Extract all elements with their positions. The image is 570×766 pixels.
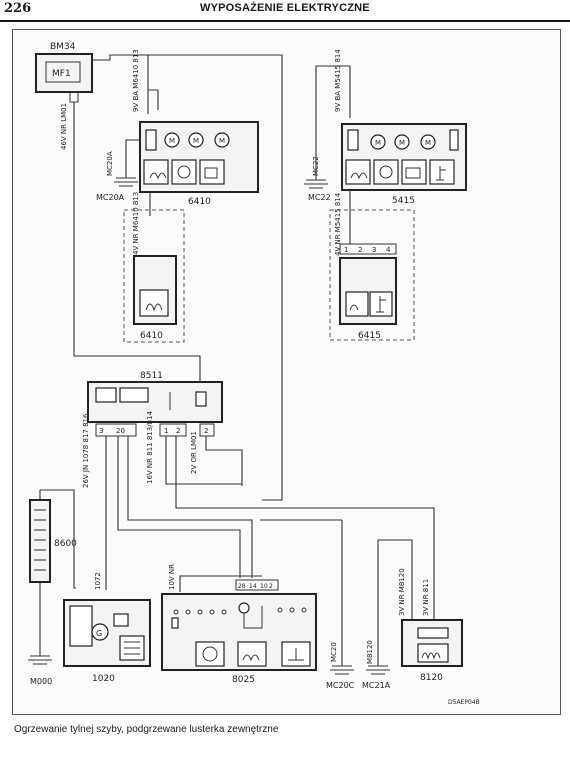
bm34-label: BM34 [50,42,76,52]
page-header: 226 WYPOSAŻENIE ELEKTRYCZNE [0,0,570,22]
svg-text:M: M [399,139,405,147]
8025-pin-2: 2 [269,583,273,590]
ground-mc22-label: MC22 [308,193,331,202]
6410-lower-label: 6410 [140,331,163,341]
svg-text:M: M [169,137,175,145]
component-5415: M M M 5415 [341,123,467,206]
8120-left-wire-label: 3V NR M8120 [398,568,406,616]
8511-right-wire-label: 2V OR LM01 [190,431,198,474]
8511-mid-wire-label: 16V NR 811 813/814 [146,411,154,484]
6410-label: 6410 [188,197,211,207]
component-8511: 8511 3 20 1 2 2 [87,371,223,437]
6415-label: 6415 [358,331,381,341]
8025-pin-28: 28 [238,583,246,590]
8511-pin-2b: 2 [204,427,208,435]
ground-m000-label: M000 [30,677,52,686]
ground-mc20a-label: MC20A [96,193,125,202]
8511-pin-2: 2 [176,427,180,435]
8511-label: 8511 [140,371,163,381]
6415-pin-4: 4 [386,246,391,254]
8120-right-wire-label: 3V NR 811 [422,579,430,616]
page-number: 226 [4,1,32,16]
component-6410: M M M 6410 [139,121,259,207]
5415-mid-wire-label: 4V NR M5415 814 [334,192,342,256]
diagram-code-mark: D5AEP04B [448,699,480,706]
6415-pin-2: 2 [358,246,362,254]
page-title: WYPOSAŻENIE ELEKTRYCZNE [200,2,370,14]
6410-mid-wire-label: 4V NR M6410 813 [132,192,140,255]
1020-label: 1020 [92,674,115,684]
figure-caption: Ogrzewanie tylnej szyby, podgrzewane lus… [14,724,279,735]
m8120-wire-label: M8120 [366,640,374,664]
8511-pin-20: 20 [116,427,125,435]
ground-mc21a-label: MC21A [362,681,391,690]
svg-text:G: G [96,629,102,638]
svg-text:M: M [219,137,225,145]
8511-pin-3: 3 [99,427,103,435]
ground-mc22: MC22 [304,179,331,202]
ground-mc21a: MC21A [362,665,391,690]
6410-top-wire-label: 9V BA M6410 813 [132,49,140,112]
8600-label: 8600 [54,539,77,549]
component-8025: 28 14 10 2 8025 [161,579,317,685]
8025-label: 8025 [232,675,255,685]
component-8120: 8120 [401,619,463,683]
6415-pin-1: 1 [344,246,348,254]
8511-pin-1: 1 [164,427,168,435]
svg-text:M: M [425,139,431,147]
component-6410-lower: 6410 [123,209,185,343]
svg-text:M: M [375,139,381,147]
8025-top-wire-label: 10V NR [168,564,176,590]
8120-label: 8120 [420,673,443,683]
bm34-fusebox: MF1 BM34 [35,42,93,103]
component-1020: G 1020 [63,599,151,684]
component-8600: 8600 [29,490,77,583]
fuse-mf1-label: MF1 [52,69,71,79]
8025-pin-14: 14 [249,583,257,590]
ground-mc20c-label: MC20C [326,681,355,690]
1020-wire-label: 1072 [94,572,102,590]
8511-left-wire-label: 26V JN 1078 817 816 [82,413,90,488]
ground-mc20c: MC20C [326,665,355,690]
6415-pin-3: 3 [372,246,376,254]
5415-top-wire-label: 9V BA M5415 814 [334,49,342,112]
mc20a-wire-label: MC20A [106,151,114,176]
ground-m000: M000 [28,655,52,686]
svg-text:M: M [193,137,199,145]
bm34-down-wire-label: 46V NR LM01 [60,103,68,150]
8025-pin-10: 10 [260,583,268,590]
5415-label: 5415 [392,196,415,206]
component-6415: 1 2 3 4 6415 [329,209,415,341]
mc20-wire-label: MC20 [330,642,338,662]
